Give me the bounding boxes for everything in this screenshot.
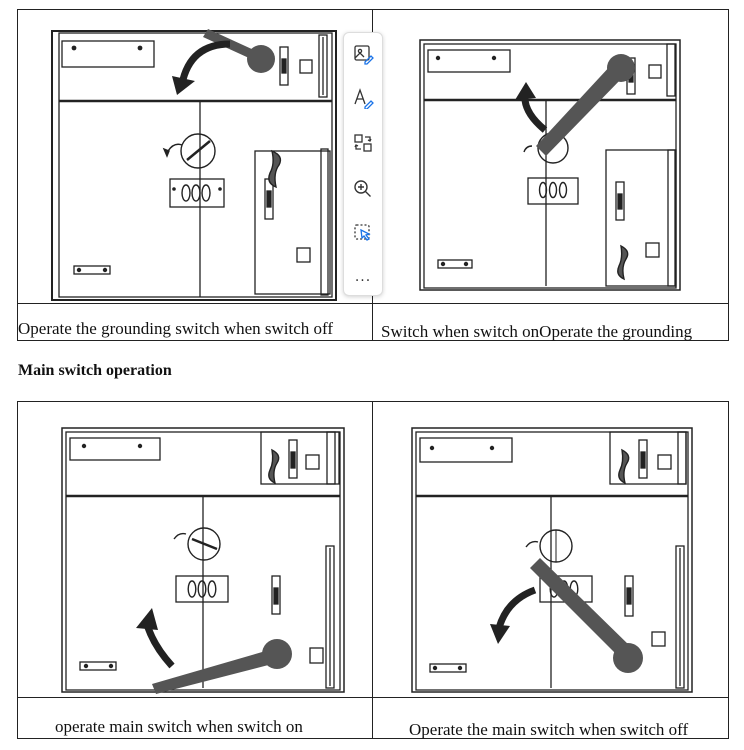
upper-indicator-window (299, 59, 313, 74)
nameplate (427, 49, 511, 73)
upper-indicator-slot (279, 46, 289, 86)
nameplate (419, 437, 513, 463)
operating-lever (152, 639, 292, 694)
operating-panel (175, 575, 229, 603)
lever-body (268, 149, 282, 189)
section-heading: Main switch operation (18, 362, 172, 379)
table-bottom-border-lower (17, 738, 729, 739)
operating-lever (536, 54, 635, 156)
smart-select-button[interactable] (349, 219, 377, 247)
table-caption-line-upper (17, 303, 729, 304)
more-icon: ... (354, 269, 372, 285)
upper-door-panel (260, 431, 340, 485)
grounding-switch-dial (180, 133, 216, 169)
diagram-main-switch-on (61, 427, 345, 694)
smart-select-icon (354, 224, 371, 241)
table-left-border-lower (17, 401, 18, 739)
lower-door-panel (254, 150, 331, 295)
text-style-button[interactable] (349, 84, 377, 112)
lower-indicator-window (296, 247, 311, 263)
operating-lever (530, 558, 643, 673)
operating-panel (527, 177, 579, 205)
rotation-arrow (495, 586, 537, 630)
foot-plate (437, 259, 473, 269)
table-right-border-lower (728, 401, 729, 739)
diagram-grounding-switch-on (419, 39, 681, 291)
table-top-border-lower (17, 401, 729, 402)
rotation-arrow (178, 40, 231, 85)
convert-button[interactable] (349, 129, 377, 157)
diagram-grounding-switch-off (51, 29, 337, 301)
floating-toolbar: ... (343, 32, 383, 296)
caption-main-switch-off: Operate the main switch when switch off (409, 720, 689, 739)
table-bottom-border-upper (17, 340, 729, 341)
zoom-in-button[interactable] (349, 175, 377, 203)
more-button[interactable]: ... (349, 263, 377, 291)
table-left-border-upper (17, 9, 18, 341)
caption-grounding-switch-off: Operate the grounding switch when switch… (18, 319, 334, 338)
table-caption-line-lower (17, 697, 729, 698)
table-right-border-upper (728, 9, 729, 341)
cabinet-inner-frame (58, 32, 333, 298)
lower-door-panel (605, 149, 677, 287)
operating-panel (169, 178, 225, 208)
foot-plate (73, 265, 111, 275)
text-style-icon (354, 88, 374, 109)
operating-lever (203, 29, 275, 73)
door-hinge-bar (318, 34, 328, 98)
convert-icon (354, 134, 372, 152)
nameplate (61, 40, 155, 68)
nameplate (69, 437, 161, 461)
cabinet-outer-frame (51, 30, 337, 301)
diagram-main-switch-off (411, 427, 693, 693)
table-middle-divider-lower (372, 401, 373, 739)
caption-main-switch-on: operate main switch when switch on (55, 717, 303, 736)
foot-plate (79, 661, 117, 671)
door-hinge-bar-lower (320, 148, 329, 296)
foot-plate (429, 663, 467, 673)
grounding-switch-dial (187, 527, 221, 561)
zoom-in-icon (354, 180, 371, 197)
image-edit-button[interactable] (349, 40, 377, 68)
caption-grounding-switch-on: Switch when switch onOperate the groundi… (381, 322, 693, 341)
table-top-border-upper (17, 9, 729, 10)
image-edit-icon (354, 45, 374, 65)
